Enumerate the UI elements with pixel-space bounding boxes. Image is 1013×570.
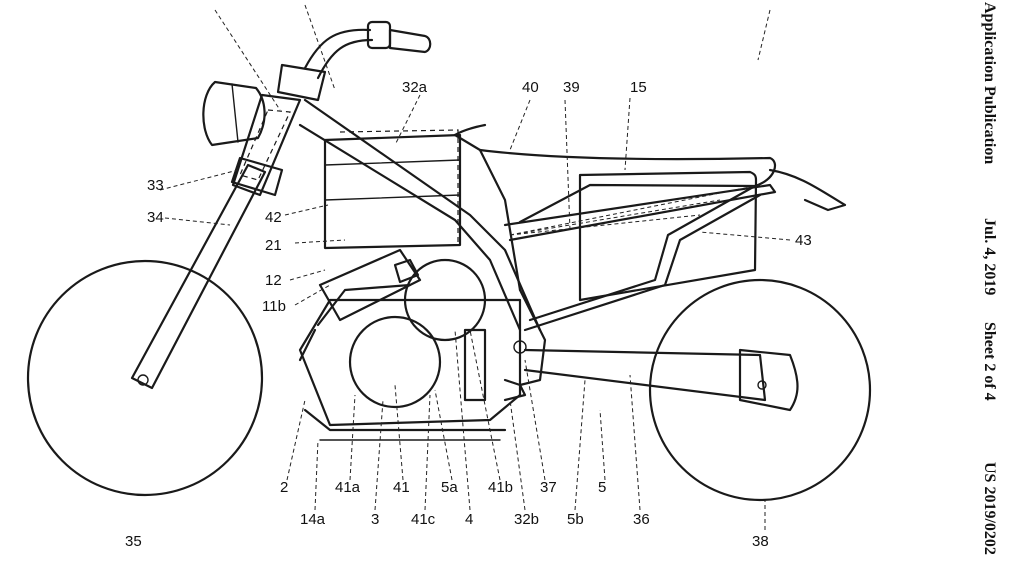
- label-42: 42: [265, 209, 282, 226]
- controller: [463, 328, 487, 402]
- label-5b: 5b: [567, 511, 584, 528]
- label-4: 4: [465, 511, 473, 528]
- front-wheel: [26, 259, 264, 497]
- motor: [348, 315, 442, 409]
- front-fork: [130, 163, 267, 390]
- label-2: 2: [280, 479, 288, 496]
- wiring-lines: [509, 184, 761, 236]
- header-sheet: Sheet 2 of 4: [981, 322, 998, 401]
- label-5a: 5a: [441, 479, 458, 496]
- header-number: US 2019/0202: [981, 462, 998, 555]
- leader-lines: [159, 4, 791, 530]
- generator: [403, 258, 487, 342]
- main-frame: [298, 98, 547, 402]
- header-date: Jul. 4, 2019: [981, 218, 998, 295]
- patent-header: Application Publication Jul. 4, 2019 She…: [981, 2, 998, 555]
- label-38: 38: [752, 533, 769, 550]
- engine-cradle: [298, 283, 522, 441]
- swingarm: [523, 348, 799, 412]
- header-publication: Application Publication: [981, 2, 998, 164]
- label-5: 5: [598, 479, 606, 496]
- label-15: 15: [630, 79, 647, 96]
- fuel-tank: [323, 129, 462, 250]
- label-39: 39: [563, 79, 580, 96]
- headlight: [202, 80, 266, 147]
- cylinder: [318, 248, 422, 322]
- label-34: 34: [147, 209, 164, 226]
- label-41b: 41b: [488, 479, 513, 496]
- handlebar: [303, 20, 432, 80]
- label-41c: 41c: [411, 511, 436, 528]
- label-41: 41: [393, 479, 410, 496]
- rear-wheel: [648, 278, 872, 502]
- label-40: 40: [522, 79, 539, 96]
- label-32a: 32a: [402, 79, 428, 96]
- label-33: 33: [147, 177, 164, 194]
- rear-subframe: [503, 183, 777, 332]
- label-37: 37: [540, 479, 557, 496]
- label-12: 12: [265, 272, 282, 289]
- seat: [478, 148, 847, 224]
- label-36: 36: [633, 511, 650, 528]
- label-21: 21: [265, 237, 282, 254]
- label-3: 3: [371, 511, 379, 528]
- label-35: 35: [125, 533, 142, 550]
- label-41a: 41a: [335, 479, 361, 496]
- label-11b: 11b: [262, 298, 286, 315]
- fork-tube: [230, 63, 327, 197]
- label-43: 43: [795, 232, 812, 249]
- battery-box: [578, 170, 758, 302]
- label-32b: 32b: [514, 511, 539, 528]
- label-14a: 14a: [300, 511, 326, 528]
